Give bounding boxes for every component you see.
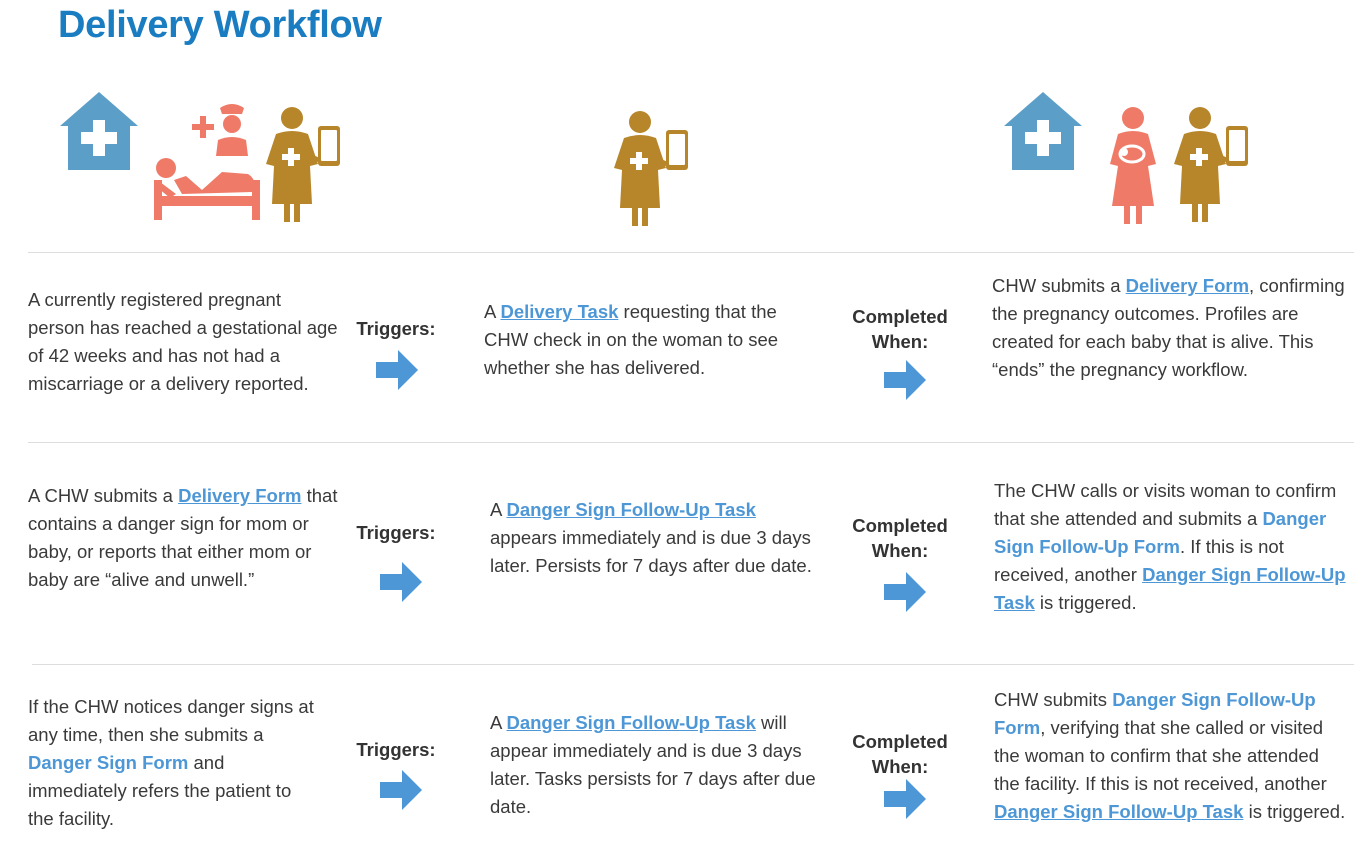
arrow-right-icon	[884, 572, 926, 612]
row2-triggers-label: Triggers:	[356, 522, 436, 543]
row2-task-text: A Danger Sign Follow-Up Task appears imm…	[490, 499, 812, 576]
completed-text: Completed	[852, 306, 948, 327]
completed-text: Completed	[852, 731, 948, 752]
chw-with-phone-icon	[262, 104, 342, 224]
danger-sign-follow-up-task-link[interactable]: Danger Sign Follow-Up Task	[994, 801, 1244, 822]
danger-sign-follow-up-form-link[interactable]: Danger Sign Follow-Up Form	[994, 689, 1316, 738]
divider	[28, 442, 1354, 443]
arrow-right-icon	[884, 360, 926, 400]
row2-completed-label: Completed When:	[840, 513, 960, 563]
danger-sign-follow-up-task-link[interactable]: Danger Sign Follow-Up Task	[506, 499, 756, 520]
chw-with-phone-icon	[1170, 104, 1250, 224]
mother-with-baby-icon	[1106, 106, 1160, 226]
row1-completed-label: Completed When:	[840, 304, 960, 354]
row1-trigger-text: A currently registered pregnant person h…	[28, 289, 338, 394]
page-title: Delivery Workflow	[58, 4, 382, 46]
row1-triggers-label: Triggers:	[356, 318, 436, 339]
row3-task-text: A Danger Sign Follow-Up Task will appear…	[490, 712, 816, 817]
delivery-form-link[interactable]: Delivery Form	[178, 485, 302, 506]
danger-sign-follow-up-form-link[interactable]: Danger Sign Follow-Up Form	[994, 508, 1327, 557]
danger-sign-follow-up-task-link[interactable]: Danger Sign Follow-Up Task	[506, 712, 756, 733]
row2-trigger-text: A CHW submits a Delivery Form that conta…	[28, 485, 338, 590]
when-text: When:	[871, 756, 929, 777]
row2-completion-text: The CHW calls or visits woman to confirm…	[994, 480, 1346, 613]
row1-task-text: A Delivery Task requesting that the CHW …	[484, 301, 779, 378]
health-facility-house-icon	[1002, 90, 1084, 172]
danger-sign-follow-up-task-link[interactable]: Danger Sign Follow-Up Task	[994, 564, 1346, 613]
nurse-icon	[192, 100, 252, 160]
when-text: When:	[871, 540, 929, 561]
when-text: When:	[871, 331, 929, 352]
divider	[32, 664, 1354, 665]
arrow-right-icon	[380, 562, 422, 602]
row3-triggers-label: Triggers:	[356, 739, 436, 760]
chw-with-phone-icon	[610, 108, 690, 228]
row3-trigger-text: If the CHW notices danger signs at any t…	[28, 696, 314, 829]
delivery-task-link[interactable]: Delivery Task	[500, 301, 619, 322]
row3-completed-label: Completed When:	[840, 729, 960, 779]
row3-completion-text: CHW submits Danger Sign Follow-Up Form, …	[994, 689, 1346, 822]
row1-completion-text: CHW submits a Delivery Form, confirming …	[992, 275, 1345, 380]
divider	[28, 252, 1354, 253]
delivery-form-link[interactable]: Delivery Form	[1125, 275, 1250, 296]
health-facility-house-icon	[58, 90, 140, 172]
completed-text: Completed	[852, 515, 948, 536]
danger-sign-form-link[interactable]: Danger Sign Form	[28, 752, 189, 773]
arrow-right-icon	[884, 779, 926, 819]
arrow-right-icon	[380, 770, 422, 810]
arrow-right-icon	[376, 350, 418, 390]
